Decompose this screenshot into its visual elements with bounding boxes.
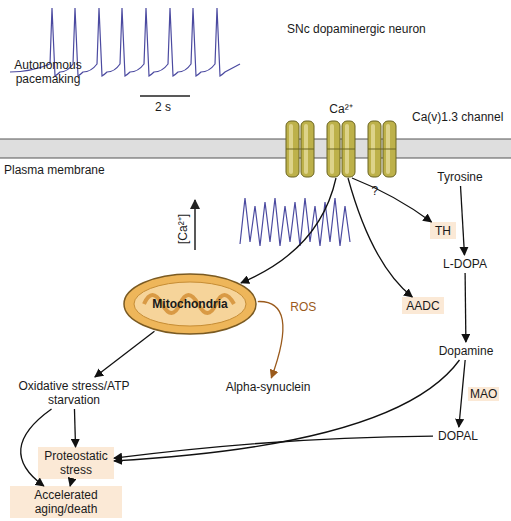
arrow-connector bbox=[241, 178, 336, 283]
membrane-edge bbox=[0, 158, 511, 159]
metabolite-label: Dopamine bbox=[430, 342, 502, 360]
rise-arrow bbox=[194, 200, 196, 250]
outcome-box: Accelerated aging/death bbox=[10, 486, 122, 518]
arrow-connector bbox=[258, 302, 283, 378]
node-text: Mitochondria bbox=[152, 297, 227, 311]
arrow-connector bbox=[352, 178, 432, 222]
calcium-trace bbox=[240, 198, 350, 246]
arrow-connector bbox=[114, 360, 459, 461]
node-text: DOPAL bbox=[438, 429, 478, 443]
mitochondria-ellipse: Mitochondria bbox=[122, 272, 258, 336]
arrow-connector bbox=[114, 436, 433, 458]
concentration-label: [Ca²⁺] bbox=[176, 214, 190, 244]
protein-label: Alpha-synuclein bbox=[218, 378, 318, 396]
node-text: Alpha-synuclein bbox=[226, 380, 311, 394]
stress-label: Oxidative stress/ATP starvation bbox=[14, 377, 134, 409]
channel-label: Ca(v)1.3 channel bbox=[412, 110, 503, 124]
arrow-connector bbox=[95, 331, 155, 377]
node-text: AADC bbox=[406, 299, 439, 313]
arrow-connector bbox=[461, 186, 465, 255]
membrane-band bbox=[0, 139, 511, 158]
figure-title: SNc dopaminergic neuron bbox=[287, 22, 426, 36]
trace-label: Autonomous pacemaking bbox=[8, 58, 88, 86]
node-text: Oxidative stress/ATP starvation bbox=[14, 379, 134, 407]
node-text: Accelerated aging/death bbox=[10, 488, 122, 516]
edge-label: ROS bbox=[290, 300, 316, 314]
membrane-label: Plasma membrane bbox=[4, 163, 105, 177]
metabolite-label: L-DOPA bbox=[437, 255, 493, 273]
channel-node: Ca²⁺ bbox=[326, 102, 356, 178]
scale-label: 2 s bbox=[155, 100, 171, 114]
node-text: Ca²⁺ bbox=[329, 102, 352, 116]
stress-box: Proteostatic stress bbox=[38, 447, 114, 479]
arrow-connector bbox=[70, 479, 72, 486]
edge-label: MAO bbox=[468, 387, 499, 401]
arrow-connector bbox=[74, 409, 75, 447]
scale-bar bbox=[140, 95, 190, 97]
metabolite-label: Tyrosine bbox=[425, 168, 495, 186]
node-text: Tyrosine bbox=[437, 170, 482, 184]
channel-band bbox=[286, 149, 314, 150]
channel-group bbox=[286, 121, 396, 177]
arrow-connector bbox=[348, 178, 412, 297]
edge-label: ? bbox=[371, 184, 378, 198]
arrow-connector bbox=[464, 273, 466, 342]
metabolite-label: DOPAL bbox=[433, 427, 483, 445]
node-text: L-DOPA bbox=[443, 257, 487, 271]
enzyme-box: AADC bbox=[402, 297, 444, 314]
membrane-edge bbox=[0, 139, 511, 140]
node-text: TH bbox=[435, 224, 451, 238]
enzyme-box: TH bbox=[430, 222, 456, 239]
arrow-connector bbox=[459, 360, 465, 427]
channel-band bbox=[327, 149, 355, 150]
arrow-connector bbox=[21, 409, 52, 486]
node-text: Dopamine bbox=[439, 344, 494, 358]
node-text: Proteostatic stress bbox=[38, 449, 114, 477]
channel-band bbox=[368, 149, 396, 150]
